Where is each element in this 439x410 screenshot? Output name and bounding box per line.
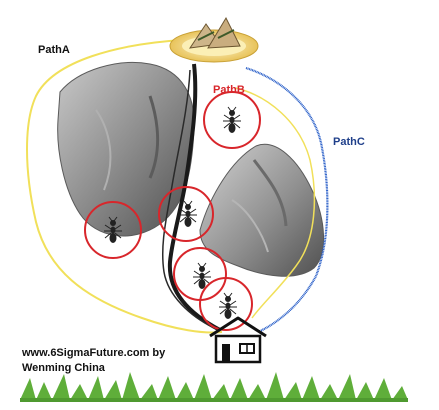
grass-icon — [20, 372, 408, 402]
path-c-line — [245, 66, 329, 334]
path-c-label: PathC — [333, 136, 365, 148]
credit-line-1: www.6SigmaFuture.com by — [22, 347, 166, 359]
ant-ring-4 — [173, 247, 227, 301]
rock-right — [199, 143, 324, 277]
ant-icon — [179, 200, 197, 227]
ant-icon — [223, 106, 241, 133]
ant-icon — [104, 216, 122, 243]
ant-icon — [219, 292, 237, 319]
house-icon — [209, 316, 267, 364]
rock-left — [57, 61, 195, 237]
credit-line-2: Wenming China — [22, 362, 105, 374]
ant-ring-1 — [203, 91, 261, 149]
path-a-right-line — [235, 87, 316, 319]
ant-ring-3 — [158, 186, 214, 242]
path-a-line — [26, 39, 223, 334]
path-b-label: PathB — [213, 84, 245, 96]
ant-ring-2 — [84, 201, 142, 259]
path-b-line — [167, 63, 221, 332]
food-plate-icon — [169, 16, 259, 63]
ant-icon — [193, 262, 211, 289]
ant-ring-5 — [199, 277, 253, 331]
path-b-line-secondary — [161, 69, 215, 329]
credit-text: www.6SigmaFuture.com by Wenming China — [22, 346, 165, 376]
path-a-label: PathA — [38, 44, 70, 56]
